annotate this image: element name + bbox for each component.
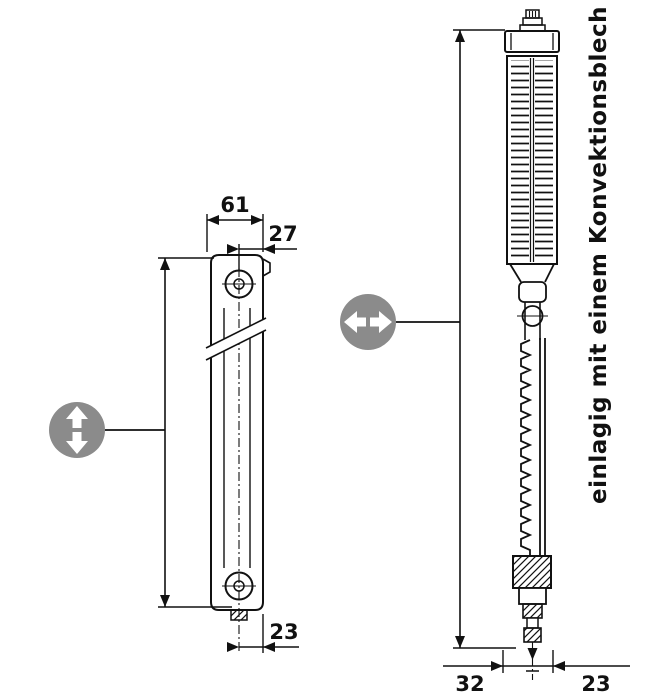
arrow-up-down-icon — [49, 402, 105, 458]
dim-bottom-rear: 32 — [455, 672, 484, 696]
left-view-profile — [205, 254, 271, 652]
dim-depth-top: 61 — [220, 193, 249, 217]
annotation-konvektionsblech: einlagig mit einem Konvektionsblech — [586, 6, 612, 504]
depth-indicator — [340, 294, 396, 350]
right-view-section — [504, 9, 560, 680]
arrow-left-right-icon — [340, 294, 396, 350]
dim-bottom-front: 23 — [581, 672, 610, 696]
dim-top-offset: 27 — [268, 222, 297, 246]
left-view-dimensions — [105, 214, 299, 653]
dim-bottom-offset: 23 — [269, 620, 298, 644]
height-indicator — [49, 402, 105, 458]
right-view-dimensions — [396, 29, 630, 673]
